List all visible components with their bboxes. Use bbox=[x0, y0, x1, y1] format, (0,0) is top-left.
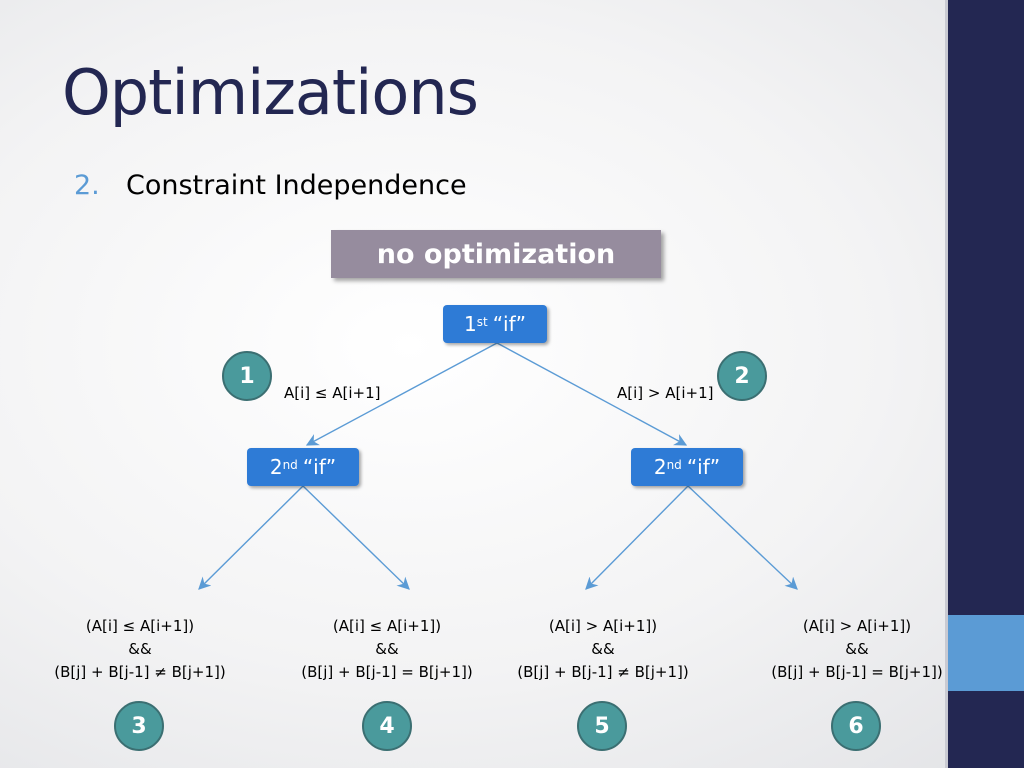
slide-title: Optimizations bbox=[62, 56, 479, 129]
root-if-label: “if” bbox=[492, 312, 527, 336]
edge-left-leaf2 bbox=[302, 485, 410, 590]
left-if-ordinal: 2 bbox=[269, 455, 283, 479]
right-if-ordinal: 2 bbox=[653, 455, 667, 479]
edge-right-leaf3 bbox=[585, 485, 689, 590]
leaf-1: (A[i] ≤ A[i+1]) && (B[j] + B[j-1] ≠ B[j+… bbox=[40, 615, 240, 684]
edge-label-right: A[i] > A[i+1] bbox=[617, 384, 714, 402]
right-if-suffix: nd bbox=[666, 458, 682, 472]
badge-1: 1 bbox=[222, 351, 272, 401]
leaf-3-line2: && bbox=[591, 640, 615, 658]
leaf-4-line1: (A[i] > A[i+1]) bbox=[802, 617, 912, 635]
badge-4: 4 bbox=[362, 701, 412, 751]
sidebar-accent-block bbox=[948, 615, 1024, 691]
no-optimization-banner: no optimization bbox=[331, 230, 661, 278]
left-if-suffix: nd bbox=[282, 458, 298, 472]
leaf-2-line3: (B[j] + B[j-1] = B[j+1]) bbox=[301, 663, 473, 681]
leaf-2-line1: (A[i] ≤ A[i+1]) bbox=[332, 617, 442, 635]
edge-left-leaf1 bbox=[198, 485, 304, 590]
leaf-3: (A[i] > A[i+1]) && (B[j] + B[j-1] ≠ B[j+… bbox=[503, 615, 703, 684]
badge-5: 5 bbox=[577, 701, 627, 751]
bullet-item: 2. Constraint Independence bbox=[74, 170, 467, 201]
edge-root-right bbox=[496, 342, 688, 446]
badge-6: 6 bbox=[831, 701, 881, 751]
root-if-ordinal: 1 bbox=[463, 312, 477, 336]
sidebar-edge bbox=[945, 0, 948, 768]
leaf-1-line2: && bbox=[128, 640, 152, 658]
leaf-2-line2: && bbox=[375, 640, 399, 658]
leaf-4-line3: (B[j] + B[j-1] = B[j+1]) bbox=[771, 663, 943, 681]
edge-right-leaf4 bbox=[687, 485, 798, 590]
bullet-number: 2. bbox=[74, 170, 100, 201]
bullet-text: Constraint Independence bbox=[126, 170, 467, 201]
root-if-suffix: st bbox=[476, 315, 488, 329]
leaf-2: (A[i] ≤ A[i+1]) && (B[j] + B[j-1] = B[j+… bbox=[287, 615, 487, 684]
leaf-4: (A[i] > A[i+1]) && (B[j] + B[j-1] = B[j+… bbox=[757, 615, 957, 684]
edge-root-left bbox=[305, 342, 498, 446]
leaf-1-line1: (A[i] ≤ A[i+1]) bbox=[85, 617, 195, 635]
leaf-4-line2: && bbox=[845, 640, 869, 658]
edge-label-left: A[i] ≤ A[i+1] bbox=[284, 384, 381, 402]
right-if-label: “if” bbox=[686, 455, 721, 479]
leaf-1-line3: (B[j] + B[j-1] ≠ B[j+1]) bbox=[54, 663, 226, 681]
badge-2: 2 bbox=[717, 351, 767, 401]
left-if-label: “if” bbox=[302, 455, 337, 479]
leaf-3-line3: (B[j] + B[j-1] ≠ B[j+1]) bbox=[517, 663, 689, 681]
leaf-3-line1: (A[i] > A[i+1]) bbox=[548, 617, 658, 635]
badge-3: 3 bbox=[114, 701, 164, 751]
